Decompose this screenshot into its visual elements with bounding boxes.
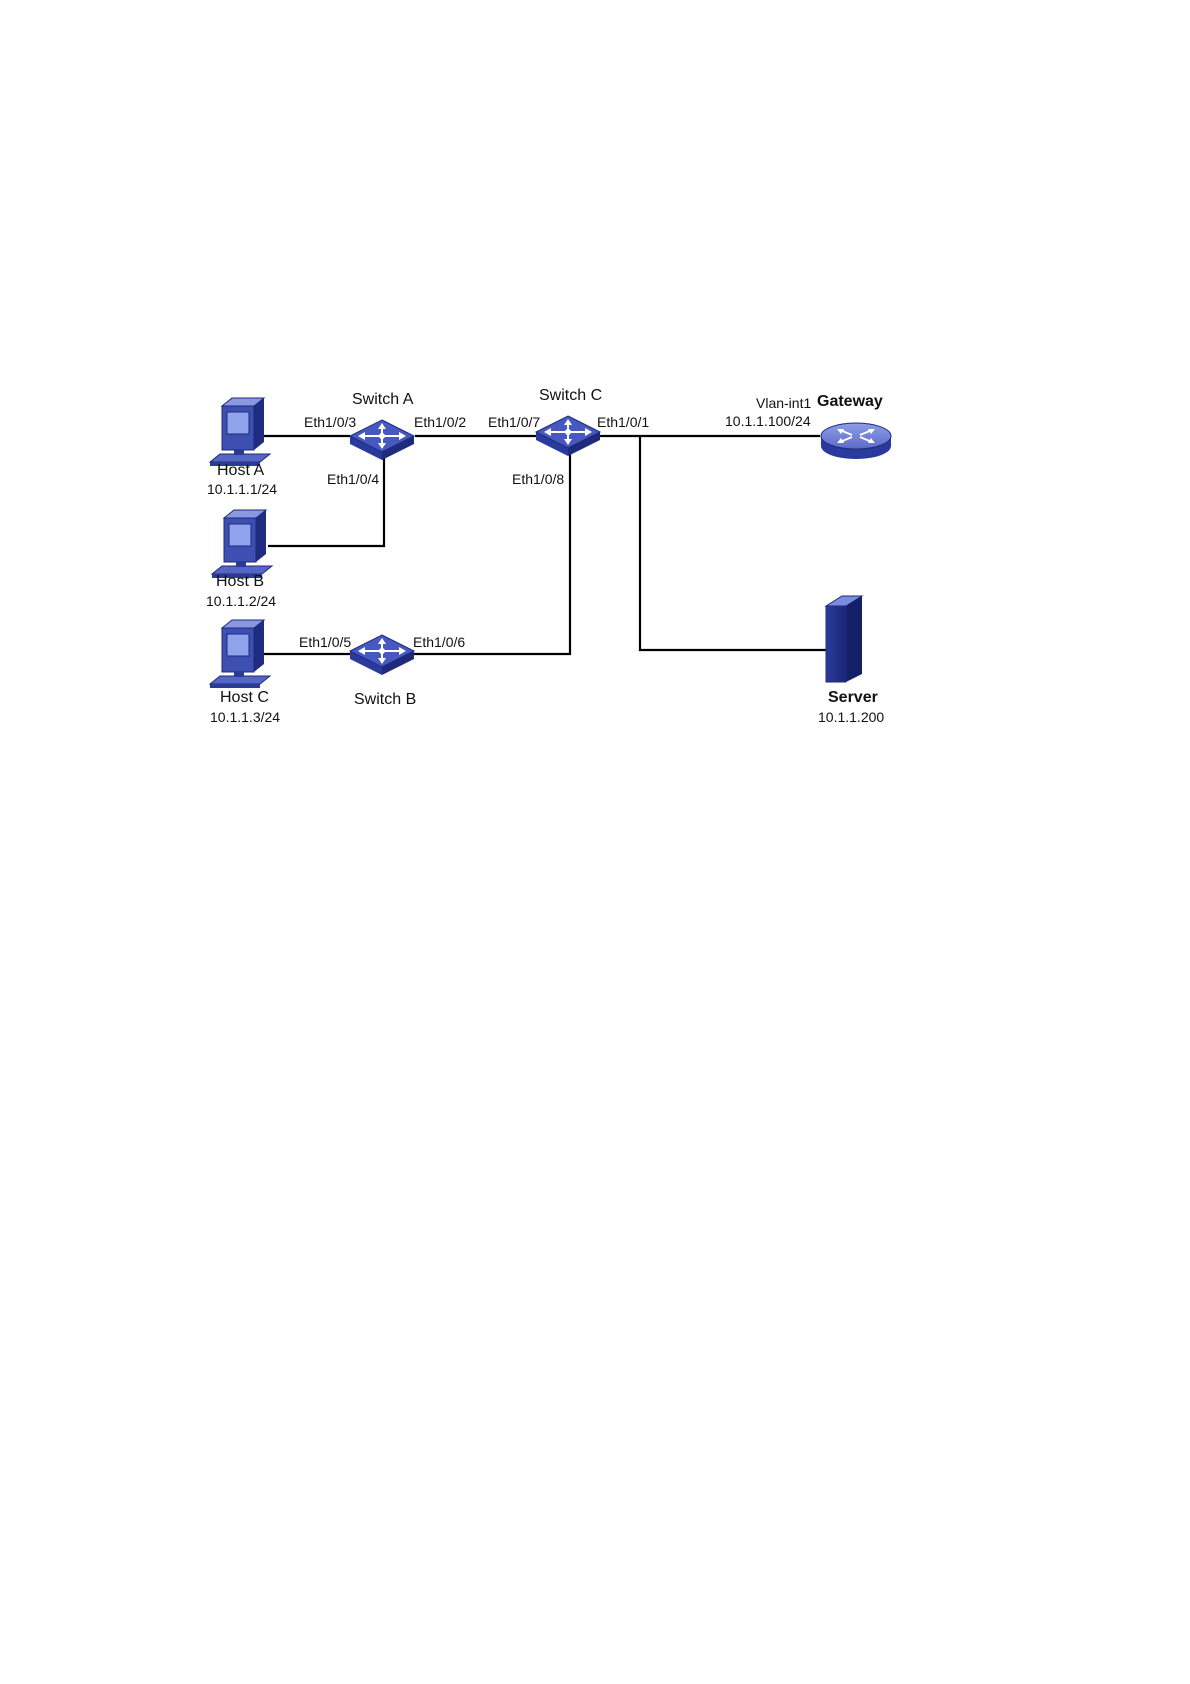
host-a-name: Host A bbox=[217, 463, 264, 479]
port-label-b-eth5: Eth1/0/5 bbox=[299, 635, 351, 649]
gateway-name: Gateway bbox=[817, 394, 883, 410]
link-switcha-hostb bbox=[268, 452, 384, 546]
port-label-c-eth8: Eth1/0/8 bbox=[512, 472, 564, 486]
switch-a-icon bbox=[350, 420, 414, 460]
host-c-ip: 10.1.1.3/24 bbox=[210, 710, 280, 724]
switch-a-label: Switch A bbox=[352, 392, 413, 408]
switch-b-icon bbox=[350, 635, 414, 675]
switch-b-label: Switch B bbox=[354, 692, 416, 708]
gateway-router-icon bbox=[821, 423, 891, 459]
port-label-a-eth4: Eth1/0/4 bbox=[327, 472, 379, 486]
server-icon bbox=[826, 596, 862, 682]
host-b-name: Host B bbox=[216, 574, 264, 590]
switch-c-label: Switch C bbox=[539, 388, 602, 404]
host-b-icon bbox=[212, 510, 272, 578]
link-switchc-server bbox=[640, 436, 830, 650]
server-ip: 10.1.1.200 bbox=[818, 710, 884, 724]
server-name: Server bbox=[828, 690, 878, 706]
port-label-a-eth2: Eth1/0/2 bbox=[414, 415, 466, 429]
port-label-c-eth1: Eth1/0/1 bbox=[597, 415, 649, 429]
port-label-b-eth6: Eth1/0/6 bbox=[413, 635, 465, 649]
host-a-icon bbox=[210, 398, 270, 466]
host-c-icon bbox=[210, 620, 270, 688]
host-c-name: Host C bbox=[220, 690, 269, 706]
gateway-interface-label: Vlan-int1 bbox=[756, 396, 811, 410]
port-label-c-eth7: Eth1/0/7 bbox=[488, 415, 540, 429]
port-label-a-eth3: Eth1/0/3 bbox=[304, 415, 356, 429]
switch-c-icon bbox=[536, 416, 600, 456]
links bbox=[262, 436, 830, 654]
host-a-ip: 10.1.1.1/24 bbox=[207, 482, 277, 496]
gateway-ip: 10.1.1.100/24 bbox=[725, 414, 811, 428]
host-b-ip: 10.1.1.2/24 bbox=[206, 594, 276, 608]
